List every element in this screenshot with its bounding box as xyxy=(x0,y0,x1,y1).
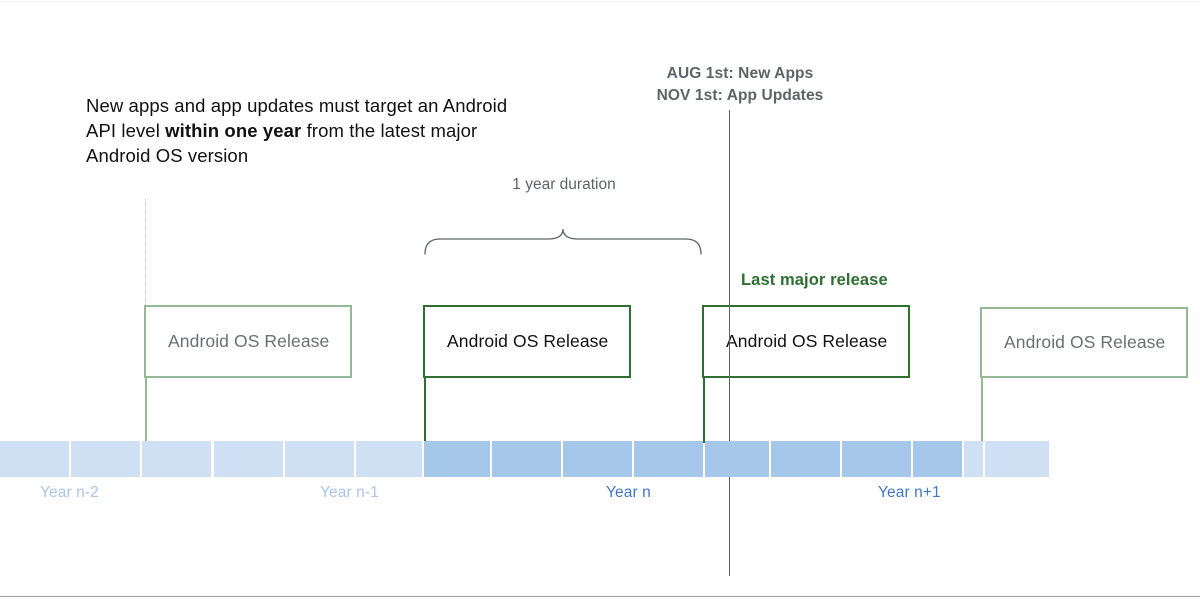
timeline-quarter-segment xyxy=(705,441,769,477)
year-label: Year n xyxy=(606,484,651,501)
timeline-quarter-segment xyxy=(964,441,983,477)
android-os-release-label: Android OS Release xyxy=(168,331,330,351)
android-os-release-label: Android OS Release xyxy=(1004,332,1166,352)
timeline-quarter-segment xyxy=(356,441,422,477)
android-os-release-box[interactable]: Android OS Release xyxy=(702,305,910,378)
top-divider xyxy=(0,1,1200,2)
year-label: Year n+1 xyxy=(878,484,941,501)
headline-text: New apps and app updates must target an … xyxy=(86,93,516,168)
timeline-quarter-segment xyxy=(913,441,962,477)
release-stem-line xyxy=(424,378,426,443)
milestone-line-new-apps: AUG 1st: New Apps xyxy=(666,65,814,82)
milestone-cursor-line xyxy=(729,110,730,576)
android-os-release-box[interactable]: Android OS Release xyxy=(980,307,1188,378)
timeline-quarter-segment xyxy=(71,441,140,477)
timeline-quarter-segment xyxy=(563,441,632,477)
milestone-line-app-updates: NOV 1st: App Updates xyxy=(656,87,824,104)
duration-label: 1 year duration xyxy=(512,176,616,193)
timeline-quarter-segment xyxy=(214,441,283,477)
android-os-release-label: Android OS Release xyxy=(447,331,609,351)
release-stem-line xyxy=(145,378,147,443)
android-os-release-label: Android OS Release xyxy=(726,331,888,351)
timeline-quarter-segment xyxy=(285,441,354,477)
year-label: Year n-2 xyxy=(40,484,99,501)
milestone-annotation: AUG 1st: New Apps NOV 1st: App Updates xyxy=(595,63,885,107)
timeline-quarter-segment xyxy=(0,441,69,477)
timeline-bar[interactable] xyxy=(0,441,1049,477)
bottom-divider xyxy=(0,596,1200,597)
timeline-quarter-segment xyxy=(634,441,703,477)
timeline-quarter-segment xyxy=(771,441,840,477)
headline-part-2: from the latest major Android OS version xyxy=(86,120,478,166)
timeline-quarter-segment xyxy=(492,441,561,477)
android-os-release-box[interactable]: Android OS Release xyxy=(423,305,631,378)
last-major-release-label: Last major release xyxy=(741,271,888,289)
duration-brace-icon xyxy=(424,228,702,255)
headline-part-1: New apps and app updates must target an … xyxy=(86,95,508,141)
timeline-quarter-segment xyxy=(842,441,911,477)
headline-emphasis: within one year xyxy=(165,120,302,141)
first-release-guide-line xyxy=(145,199,146,305)
release-stem-line xyxy=(703,378,705,443)
release-stem-line xyxy=(981,378,983,441)
timeline-quarter-segment xyxy=(424,441,490,477)
timeline-quarter-segment xyxy=(142,441,211,477)
year-label: Year n-1 xyxy=(320,484,379,501)
timeline-quarter-segment xyxy=(985,441,1049,477)
android-os-release-box[interactable]: Android OS Release xyxy=(144,305,352,378)
